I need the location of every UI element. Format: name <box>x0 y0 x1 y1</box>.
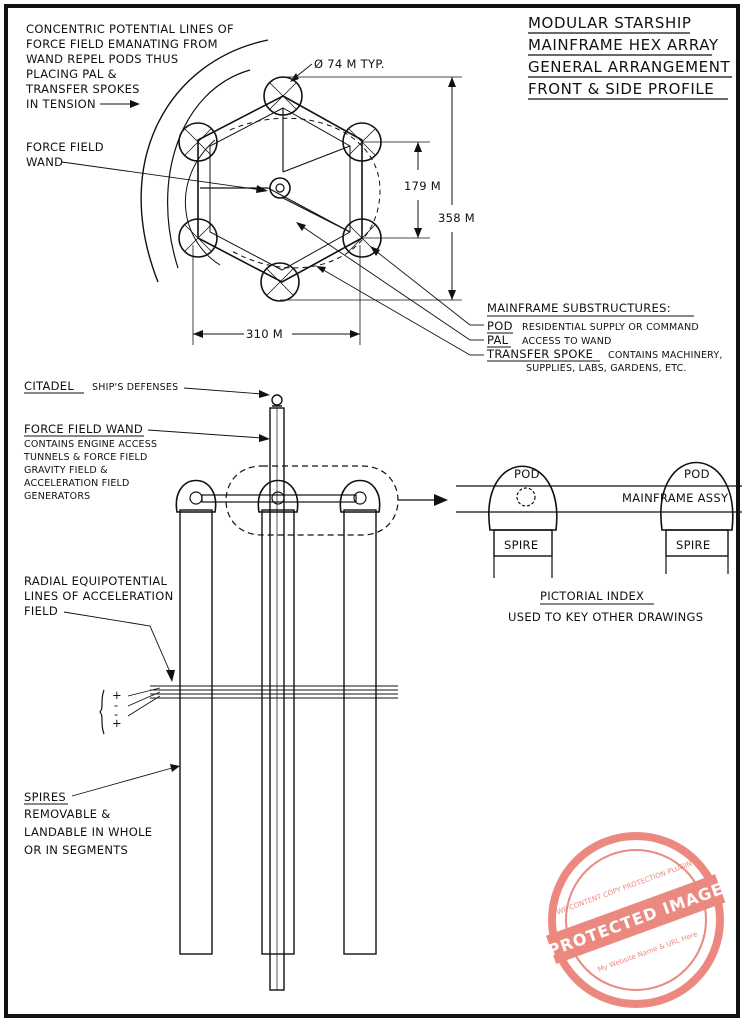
pictorial-pod-2 <box>660 461 734 531</box>
svg-text:RADIAL EQUIPOTENTIAL: RADIAL EQUIPOTENTIAL <box>24 574 168 588</box>
svg-text:FORCE FIELD EMANATING FROM: FORCE FIELD EMANATING FROM <box>26 37 218 51</box>
title-line-1: MODULAR STARSHIP <box>528 14 692 32</box>
dim-179-label: 179 M <box>404 179 441 193</box>
title-line-3: GENERAL ARRANGEMENT <box>528 58 731 76</box>
field-envelope <box>225 465 399 536</box>
pictorial-caption-2: USED TO KEY OTHER DRAWINGS <box>508 610 703 624</box>
mainframe-assy-label: MAINFRAME ASSY <box>622 491 729 505</box>
pictorial-index: POD SPIRE POD MAINFRAME ASSY SPIRE PICTO… <box>456 461 742 624</box>
svg-text:TRANSFER SPOKES: TRANSFER SPOKES <box>25 82 140 96</box>
svg-text:-: - <box>114 707 118 721</box>
front-view: 179 M 358 M 310 M Ø 74 M TYP. CONCENTRIC… <box>25 22 484 356</box>
svg-text:OR IN SEGMENTS: OR IN SEGMENTS <box>24 843 128 857</box>
title-line-2: MAINFRAME HEX ARRAY <box>528 36 719 54</box>
substructure-legend: MAINFRAME SUBSTRUCTURES: POD RESIDENTIAL… <box>486 301 723 374</box>
spoke-desc: CONTAINS MACHINERY, <box>608 350 723 361</box>
svg-text:SPIRES: SPIRES <box>24 790 66 804</box>
svg-text:SHIP'S DEFENSES: SHIP'S DEFENSES <box>92 382 178 393</box>
side-view: + - - + CITADEL SHIP'S DEFENSES FORCE FI… <box>23 379 448 991</box>
spire-center <box>261 509 295 955</box>
svg-text:FIELD: FIELD <box>24 604 58 618</box>
acceleration-field-lines: + - - + <box>99 685 398 735</box>
field-oval <box>229 117 381 269</box>
svg-text:+: + <box>112 716 122 730</box>
dim-310-label: 310 M <box>246 327 283 341</box>
dim-358: 358 M <box>280 76 475 301</box>
spoke-desc-2: SUPPLIES, LABS, GARDENS, ETC. <box>526 363 687 374</box>
svg-text:WAND: WAND <box>26 155 63 169</box>
svg-text:TUNNELS & FORCE FIELD: TUNNELS & FORCE FIELD <box>23 452 148 463</box>
svg-text:FORCE FIELD WAND: FORCE FIELD WAND <box>24 422 143 436</box>
hex-frame-inner <box>209 107 351 271</box>
pod-head-left <box>175 479 217 513</box>
pod-upper-left <box>178 122 218 162</box>
pod-bottom <box>260 262 300 302</box>
wand-center <box>269 177 291 199</box>
svg-text:CITADEL: CITADEL <box>24 379 74 393</box>
substructures-heading: MAINFRAME SUBSTRUCTURES: <box>487 301 671 315</box>
citadel-note: CITADEL SHIP'S DEFENSES <box>24 379 270 398</box>
transfer-spoke <box>201 494 357 503</box>
wand-side-note: FORCE FIELD WAND CONTAINS ENGINE ACCESS … <box>23 422 270 502</box>
svg-text:GRAVITY FIELD &: GRAVITY FIELD & <box>24 465 108 476</box>
svg-text:POD: POD <box>684 467 710 481</box>
spires-note: SPIRES REMOVABLE & LANDABLE IN WHOLE OR … <box>24 764 180 857</box>
svg-text:CONCENTRIC POTENTIAL LINES OF: CONCENTRIC POTENTIAL LINES OF <box>26 22 234 36</box>
pictorial-spire-1 <box>493 529 553 557</box>
field-arc-inner <box>167 69 251 269</box>
spire-right <box>343 509 377 955</box>
title-line-4: FRONT & SIDE PROFILE <box>528 80 714 98</box>
svg-text:POD: POD <box>514 467 540 481</box>
svg-text:CONTAINS ENGINE ACCESS: CONTAINS ENGINE ACCESS <box>24 439 157 450</box>
pal-desc: ACCESS TO WAND <box>522 336 612 347</box>
hex-frame-outer <box>197 95 363 283</box>
svg-text:LANDABLE IN WHOLE: LANDABLE IN WHOLE <box>24 825 152 839</box>
dim-179: 179 M <box>362 141 441 239</box>
svg-text:LINES OF ACCELERATION: LINES OF ACCELERATION <box>24 589 173 603</box>
pod-name: POD <box>487 319 513 333</box>
svg-text:ACCELERATION FIELD: ACCELERATION FIELD <box>24 478 130 489</box>
svg-text:+: + <box>112 688 122 702</box>
svg-text:PLACING PAL &: PLACING PAL & <box>26 67 117 81</box>
svg-text:IN TENSION: IN TENSION <box>26 97 96 111</box>
svg-text:FORCE FIELD: FORCE FIELD <box>26 140 104 154</box>
protected-image-stamp: PROTECTED IMAGE WP CONTENT COPY PROTECTI… <box>546 832 726 1008</box>
pod-diameter-label: Ø 74 M TYP. <box>314 57 385 71</box>
pictorial-pod-1 <box>488 465 558 531</box>
title-block: MODULAR STARSHIP MAINFRAME HEX ARRAY GEN… <box>528 14 732 100</box>
pod-desc: RESIDENTIAL SUPPLY OR COMMAND <box>522 322 699 333</box>
pod-head-center <box>257 479 299 513</box>
spire-left <box>179 509 213 955</box>
pod-lower-left <box>178 218 218 258</box>
concentric-note: CONCENTRIC POTENTIAL LINES OF FORCE FIEL… <box>25 22 234 111</box>
sheet-border <box>4 4 740 1018</box>
svg-text:GENERATORS: GENERATORS <box>24 491 90 502</box>
svg-text:REMOVABLE &: REMOVABLE & <box>24 807 111 821</box>
svg-text:-: - <box>114 698 118 712</box>
pod-head-right <box>339 479 381 513</box>
spoke-name: TRANSFER SPOKE <box>486 347 593 361</box>
dim-358-label: 358 M <box>438 211 475 225</box>
pal-name: PAL <box>487 333 509 347</box>
wand-note: FORCE FIELD WAND <box>26 140 268 193</box>
svg-text:WAND REPEL PODS THUS: WAND REPEL PODS THUS <box>26 52 178 66</box>
radial-note: RADIAL EQUIPOTENTIAL LINES OF ACCELERATI… <box>24 574 175 682</box>
svg-text:SPIRE: SPIRE <box>676 538 710 552</box>
dim-310: 310 M <box>192 245 361 345</box>
pictorial-caption-1: PICTORIAL INDEX <box>540 589 644 603</box>
citadel-symbol <box>271 394 283 407</box>
field-arc-outer <box>140 39 269 283</box>
pictorial-spire-2 <box>665 529 729 557</box>
svg-text:SPIRE: SPIRE <box>504 538 538 552</box>
